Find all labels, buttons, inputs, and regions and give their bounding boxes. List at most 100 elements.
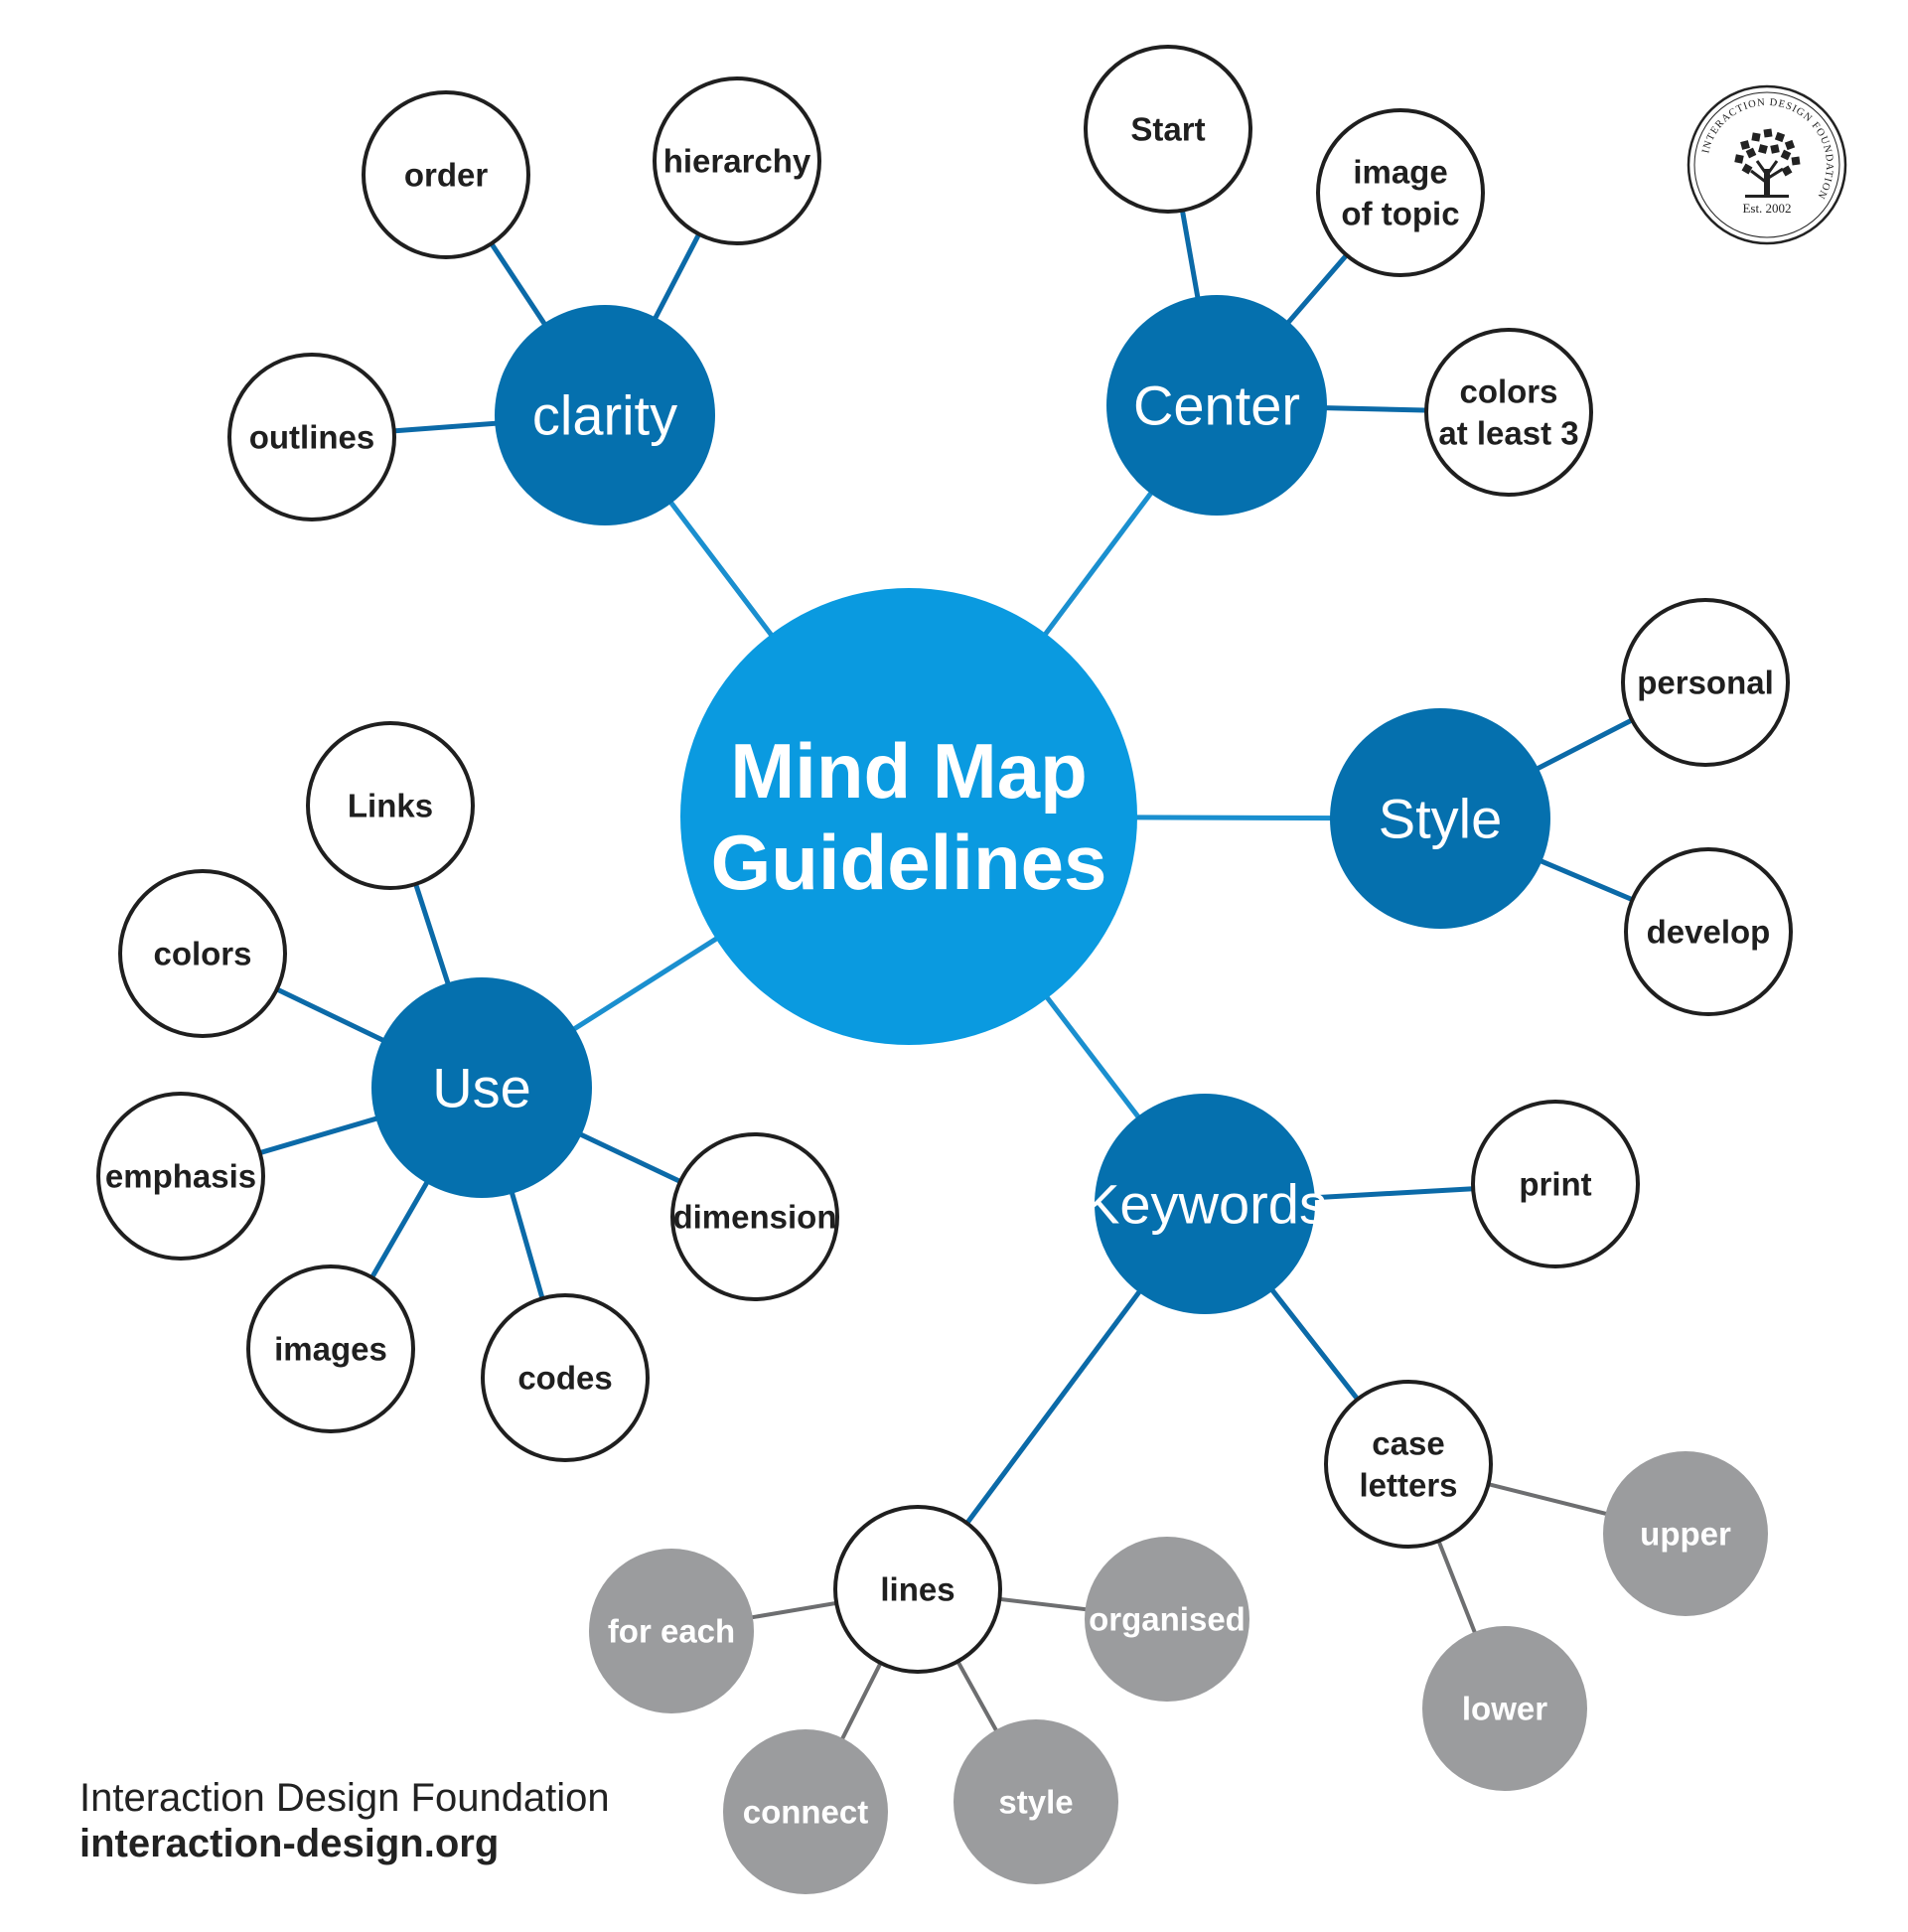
node-codes-circle: [481, 1293, 650, 1462]
node-centerNode-circle: [1106, 295, 1327, 516]
tree-icon: INTERACTION DESIGN FOUNDATION: [1687, 84, 1847, 245]
node-image-circle: [1316, 108, 1485, 277]
logo-established: Est. 2002: [1742, 201, 1791, 216]
node-organised-circle: [1085, 1537, 1249, 1702]
node-center-label: Mind Map: [730, 727, 1088, 815]
footer-org-name: Interaction Design Foundation: [79, 1776, 610, 1820]
node-images: images: [246, 1264, 415, 1433]
node-codes: codes: [481, 1293, 650, 1462]
node-lower-label: lower: [1462, 1691, 1547, 1727]
node-outlines-label: outlines: [249, 419, 375, 456]
node-stylel: style: [954, 1719, 1118, 1884]
node-stylel-circle: [954, 1719, 1118, 1884]
node-foreach-label: for each: [608, 1613, 735, 1650]
node-colors3-label: colors: [1459, 373, 1557, 410]
idf-seal-logo: INTERACTION DESIGN FOUNDATION: [1686, 83, 1848, 246]
node-center-circle: [680, 588, 1137, 1045]
node-keywords-circle: [1095, 1094, 1315, 1314]
node-codes-label: codes: [517, 1360, 612, 1397]
node-upper-label: upper: [1640, 1516, 1731, 1553]
node-links-label: Links: [348, 788, 433, 824]
node-order-label: order: [404, 157, 489, 194]
node-outlines: outlines: [227, 353, 396, 521]
node-style-circle: [1330, 708, 1550, 929]
node-foreach-circle: [589, 1549, 754, 1713]
node-hierarchy-circle: [653, 76, 821, 245]
node-centerNode-label: Center: [1133, 374, 1300, 437]
node-use-label: Use: [432, 1057, 531, 1119]
node-develop-circle: [1624, 847, 1793, 1016]
node-case-label: letters: [1359, 1467, 1457, 1504]
node-emphasis: emphasis: [96, 1092, 265, 1261]
node-develop: develop: [1624, 847, 1793, 1016]
node-organised-label: organised: [1089, 1601, 1246, 1638]
node-image-label: of topic: [1341, 196, 1459, 232]
node-print-circle: [1471, 1100, 1640, 1268]
node-develop-label: develop: [1647, 914, 1771, 951]
node-colors3-label: at least 3: [1438, 415, 1578, 452]
node-start-label: Start: [1130, 111, 1205, 148]
node-lines: lines: [833, 1505, 1002, 1674]
node-stylel-label: style: [998, 1784, 1073, 1821]
node-colors: colors: [118, 869, 287, 1038]
node-upper-circle: [1603, 1451, 1768, 1616]
node-personal: personal: [1621, 598, 1790, 767]
node-colors3: colors at least 3: [1424, 328, 1593, 497]
node-links-circle: [306, 721, 475, 890]
node-hierarchy: hierarchy: [653, 76, 821, 245]
node-print-label: print: [1519, 1166, 1591, 1203]
node-image-label: image: [1353, 154, 1447, 191]
node-images-circle: [246, 1264, 415, 1433]
node-clarity: clarity: [495, 305, 715, 525]
node-center-label: Guidelines: [711, 818, 1107, 906]
node-dimension-circle: [670, 1132, 839, 1301]
node-dimension-label: dimension: [672, 1199, 836, 1236]
node-case: case letters: [1324, 1380, 1493, 1549]
node-personal-circle: [1621, 598, 1790, 767]
node-keywords-label: Keywords: [1083, 1173, 1327, 1236]
node-order: order: [362, 90, 530, 259]
node-emphasis-circle: [96, 1092, 265, 1261]
node-image: image of topic: [1316, 108, 1485, 277]
node-lines-circle: [833, 1505, 1002, 1674]
node-style: Style: [1330, 708, 1550, 929]
node-keywords: Keywords: [1083, 1094, 1327, 1314]
node-hierarchy-label: hierarchy: [663, 143, 811, 180]
node-organised: organised: [1085, 1537, 1249, 1702]
node-style-label: Style: [1379, 788, 1503, 850]
node-start: Start: [1084, 45, 1252, 214]
node-connect-circle: [723, 1729, 888, 1894]
node-clarity-circle: [495, 305, 715, 525]
node-colors3-circle: [1424, 328, 1593, 497]
node-upper: upper: [1603, 1451, 1768, 1616]
node-lower-circle: [1422, 1626, 1587, 1791]
node-personal-label: personal: [1637, 665, 1774, 701]
footer-branding: Interaction Design Foundation interactio…: [79, 1775, 610, 1866]
node-use: Use: [371, 977, 592, 1198]
node-outlines-circle: [227, 353, 396, 521]
node-links: Links: [306, 721, 475, 890]
node-lower: lower: [1422, 1626, 1587, 1791]
node-connect: connect: [723, 1729, 888, 1894]
node-order-circle: [362, 90, 530, 259]
node-print: print: [1471, 1100, 1640, 1268]
node-case-label: case: [1372, 1425, 1444, 1462]
node-connect-label: connect: [743, 1794, 869, 1831]
node-dimension: dimension: [670, 1132, 839, 1301]
node-clarity-label: clarity: [532, 384, 677, 447]
node-centerNode: Center: [1106, 295, 1327, 516]
node-colors-circle: [118, 869, 287, 1038]
node-foreach: for each: [589, 1549, 754, 1713]
node-images-label: images: [274, 1331, 387, 1368]
node-emphasis-label: emphasis: [105, 1158, 256, 1195]
node-case-circle: [1324, 1380, 1493, 1549]
node-start-circle: [1084, 45, 1252, 214]
node-lines-label: lines: [880, 1571, 954, 1608]
footer-url: interaction-design.org: [79, 1822, 500, 1865]
node-use-circle: [371, 977, 592, 1198]
node-colors-label: colors: [153, 936, 251, 972]
